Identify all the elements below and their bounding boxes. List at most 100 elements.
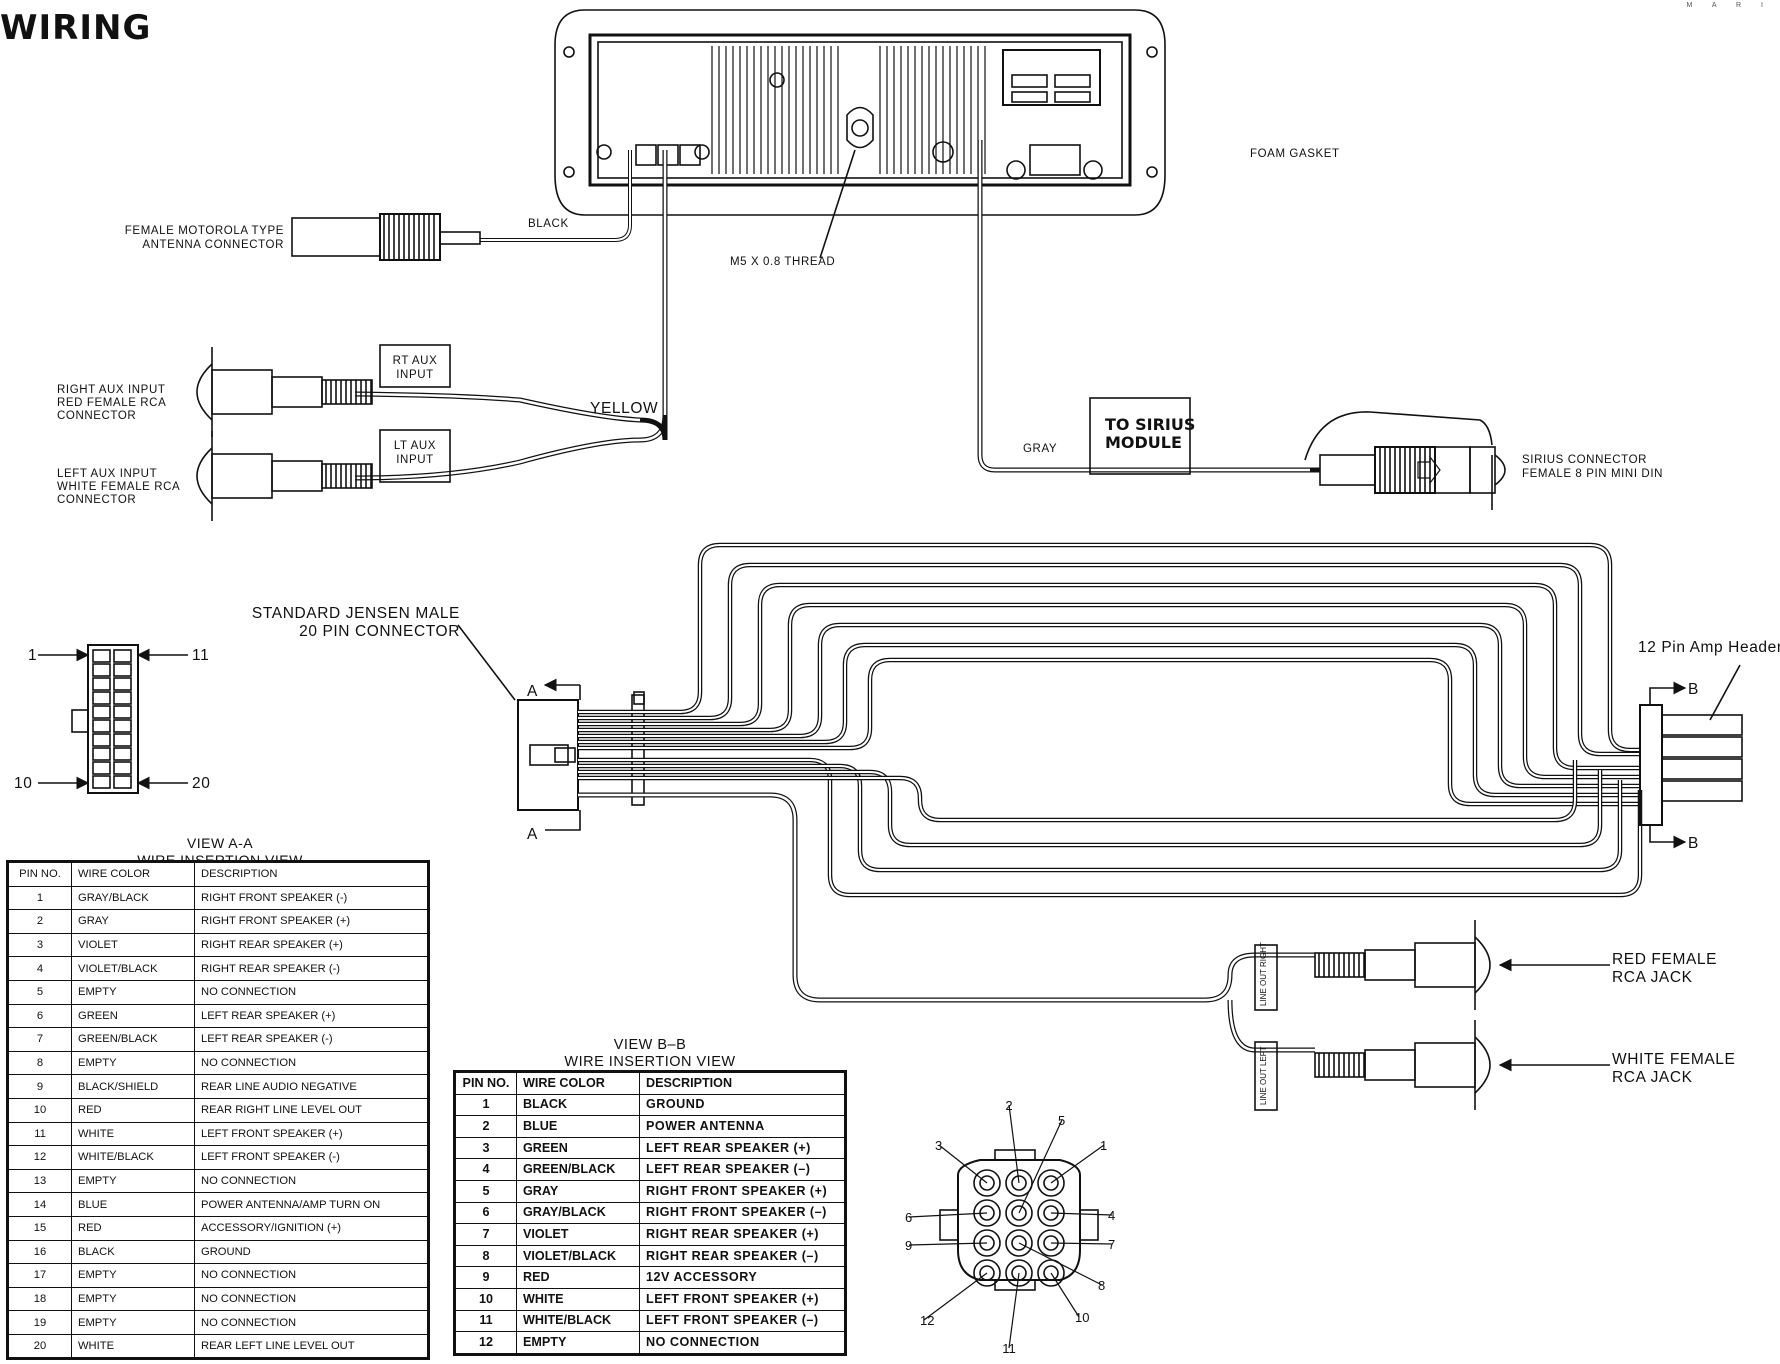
description-cell: LEFT FRONT SPEAKER (–) xyxy=(639,1309,846,1333)
radio-unit xyxy=(554,9,1166,216)
description-cell: LEFT FRONT SPEAKER (-) xyxy=(194,1145,429,1170)
wire-color-cell: BLACK xyxy=(516,1093,640,1117)
lt-aux-box-2: INPUT xyxy=(396,454,434,466)
pin-no-cell: 6 xyxy=(7,1003,72,1029)
wire-color-cell: WHITE/BLACK xyxy=(71,1145,195,1170)
sirius-connector-label-1: SIRIUS CONNECTOR xyxy=(1522,454,1647,466)
description-cell: GROUND xyxy=(639,1093,846,1117)
rca-cap xyxy=(1474,1036,1491,1094)
description-cell: REAR LINE AUDIO NEGATIVE xyxy=(194,1074,429,1099)
pin-no-cell: 8 xyxy=(7,1050,72,1076)
red-jack-label-2: RCA JACK xyxy=(1612,969,1693,986)
wire-color-cell: EMPTY xyxy=(71,1050,195,1076)
wire-color-cell: GRAY xyxy=(71,909,195,934)
harness-wire xyxy=(578,769,1603,848)
pin-cavity xyxy=(92,761,111,775)
connector-20-pin xyxy=(38,644,188,794)
pin-no-cell: 10 xyxy=(454,1287,517,1311)
pin-no-cell: 19 xyxy=(7,1310,72,1335)
pin-cavity xyxy=(113,677,132,691)
pin-no-cell: 1 xyxy=(454,1093,517,1117)
pin-cavity xyxy=(92,649,111,663)
col-pin-no: PIN NO. xyxy=(7,861,72,887)
rca-cap xyxy=(196,363,213,421)
harness-wire xyxy=(578,760,1578,823)
pin-cavity xyxy=(92,733,111,747)
pin-leader-line xyxy=(938,1144,988,1184)
pin-terminal xyxy=(1005,1259,1033,1287)
pin-leader-line xyxy=(1018,1242,1103,1286)
description-cell: POWER ANTENNA/AMP TURN ON xyxy=(194,1192,429,1217)
description-cell: RIGHT FRONT SPEAKER (–) xyxy=(639,1201,846,1225)
harness-wire-core xyxy=(578,584,1640,769)
description-cell: LEFT FRONT SPEAKER (+) xyxy=(639,1287,846,1311)
pin-terminal-inner xyxy=(1043,1175,1059,1191)
connector-12-pin xyxy=(939,1149,1099,1291)
pin-no-cell: 3 xyxy=(7,932,72,958)
rca-body xyxy=(211,453,273,499)
wire-color-cell: GRAY xyxy=(516,1179,640,1203)
left-aux-label-2: WHITE FEMALE RCA xyxy=(57,481,180,493)
pin-terminal-inner xyxy=(1011,1265,1027,1281)
wire-color-cell: EMPTY xyxy=(71,1168,195,1194)
col-description: DESCRIPTION xyxy=(194,861,429,887)
thread-mount xyxy=(819,106,874,259)
wire-yellow-label: YELLOW xyxy=(590,400,658,417)
sirius-cable xyxy=(1089,397,1506,510)
rca-cap xyxy=(196,447,213,505)
wire-color-cell: GREEN xyxy=(71,1003,195,1029)
wire-color-cell: EMPTY xyxy=(516,1331,640,1355)
description-cell: POWER ANTENNA xyxy=(639,1115,846,1138)
wire-color-cell: BLUE xyxy=(516,1115,640,1138)
pin-terminal xyxy=(1037,1169,1065,1197)
sirius-box-label-2: MODULE xyxy=(1105,433,1182,452)
pin-terminal xyxy=(1005,1199,1033,1227)
wire-color-cell: VIOLET/BLACK xyxy=(516,1244,640,1268)
rca-cap xyxy=(1474,936,1491,994)
description-cell: LEFT FRONT SPEAKER (+) xyxy=(194,1121,429,1147)
description-cell: 12V ACCESSORY xyxy=(639,1266,846,1289)
pin-no-cell: 1 xyxy=(7,885,72,911)
wire-color-cell: GRAY/BLACK xyxy=(516,1201,640,1225)
harness-wire-core xyxy=(578,659,1640,805)
pin-terminal xyxy=(973,1199,1001,1227)
rca-strain-relief xyxy=(1314,952,1366,978)
rca-line-out-left xyxy=(1314,1020,1491,1110)
pin-no-cell: 2 xyxy=(7,909,72,934)
rt-aux-box-2: INPUT xyxy=(396,369,434,381)
rca-sleeve xyxy=(271,376,323,408)
col-wire-color: WIRE COLOR xyxy=(516,1071,640,1095)
view-b-title: VIEW B–B WIRE INSERTION VIEW xyxy=(545,1037,755,1071)
lt-aux-box-1: LT AUX xyxy=(394,440,436,452)
pin-no-cell: 15 xyxy=(7,1215,72,1241)
rt-aux-box-1: RT AUX xyxy=(393,355,438,367)
right-aux-label-3: CONNECTOR xyxy=(57,410,136,422)
amp-header-connector xyxy=(1639,664,1743,849)
pin-no-cell: 14 xyxy=(7,1192,72,1217)
harness-wire-core xyxy=(578,770,1601,846)
left-aux-label-1: LEFT AUX INPUT xyxy=(57,468,157,480)
diagram-labels: FEMALE MOTOROLA TYPE ANTENNA CONNECTOR B… xyxy=(14,148,1780,1105)
pin12-label: 1 xyxy=(1100,1138,1107,1153)
pin-cavity xyxy=(92,691,111,705)
col-wire-color: WIRE COLOR xyxy=(71,861,195,887)
harness-wire xyxy=(578,792,1315,1003)
wire-color-cell: EMPTY xyxy=(71,1286,195,1312)
wire-color-cell: WHITE xyxy=(71,1333,195,1360)
rca-strain-relief xyxy=(1314,1052,1366,1078)
description-cell: NO CONNECTION xyxy=(194,1263,429,1288)
jensen-label-1: STANDARD JENSEN MALE xyxy=(252,605,460,622)
pin-cavity xyxy=(92,677,111,691)
rca-strain-relief xyxy=(321,463,373,489)
description-cell: NO CONNECTION xyxy=(194,1286,429,1312)
pin-cavity xyxy=(113,733,132,747)
line-out-right-tag-box xyxy=(1254,944,1278,1011)
pin-leader-line xyxy=(1008,1272,1020,1349)
